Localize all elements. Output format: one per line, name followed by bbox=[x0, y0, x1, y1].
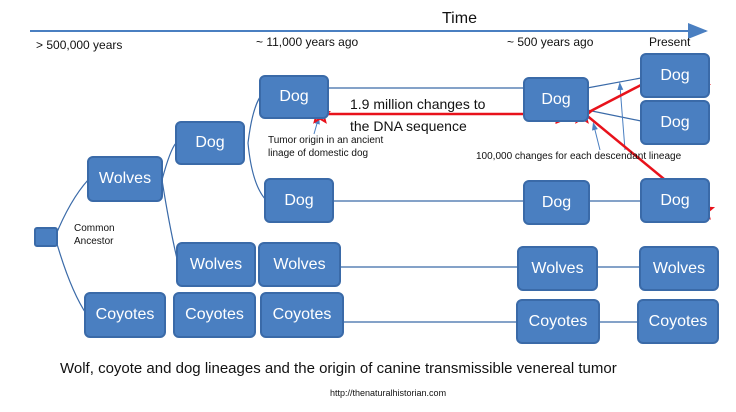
node-dog-present-1: Dog bbox=[640, 53, 710, 98]
node-wolves-500: Wolves bbox=[517, 246, 598, 291]
node-dog-present-3: Dog bbox=[640, 178, 710, 223]
node-coyotes-mid2: Coyotes bbox=[260, 292, 344, 338]
node-dog-500-mid: Dog bbox=[523, 180, 590, 225]
time-axis-label: Time bbox=[442, 10, 477, 27]
descendant-changes-annotation: 100,000 changes for each descendant line… bbox=[476, 151, 682, 162]
node-wolves-present: Wolves bbox=[639, 246, 719, 291]
node-dog-root: Dog bbox=[175, 121, 245, 165]
node-dog-mid: Dog bbox=[264, 178, 334, 223]
node-wolves-root: Wolves bbox=[87, 156, 163, 202]
tick-label-present: Present bbox=[649, 35, 691, 49]
node-wolves-mid2: Wolves bbox=[258, 242, 341, 287]
tick-label-500000: > 500,000 years bbox=[36, 38, 123, 52]
node-dog-present-2: Dog bbox=[640, 100, 710, 145]
node-dog-500-top: Dog bbox=[523, 77, 589, 122]
changes-annotation-line2: the DNA sequence bbox=[350, 118, 467, 134]
changes-annotation-line1: 1.9 million changes to bbox=[350, 96, 486, 112]
tick-label-500: ~ 500 years ago bbox=[507, 35, 594, 49]
common-ancestor-label: Common Ancestor bbox=[74, 223, 115, 247]
node-coyotes-mid: Coyotes bbox=[173, 292, 256, 338]
tree-branches bbox=[54, 77, 642, 323]
tick-label-11000: ~ 11,000 years ago bbox=[256, 35, 359, 49]
node-coyotes-500: Coyotes bbox=[516, 299, 600, 344]
tumor-origin-line2: linage of domestic dog bbox=[268, 148, 369, 159]
node-coyotes-present: Coyotes bbox=[637, 299, 719, 344]
node-coyotes-root: Coyotes bbox=[84, 292, 166, 338]
tumor-origin-line1: Tumor origin in an ancient bbox=[268, 135, 384, 146]
common-ancestor-node bbox=[34, 227, 58, 247]
diagram-caption: Wolf, coyote and dog lineages and the or… bbox=[60, 360, 617, 377]
node-dog-top: Dog bbox=[259, 75, 329, 119]
node-wolves-mid: Wolves bbox=[176, 242, 256, 287]
source-url: http://thenaturalhistorian.com bbox=[330, 388, 447, 398]
